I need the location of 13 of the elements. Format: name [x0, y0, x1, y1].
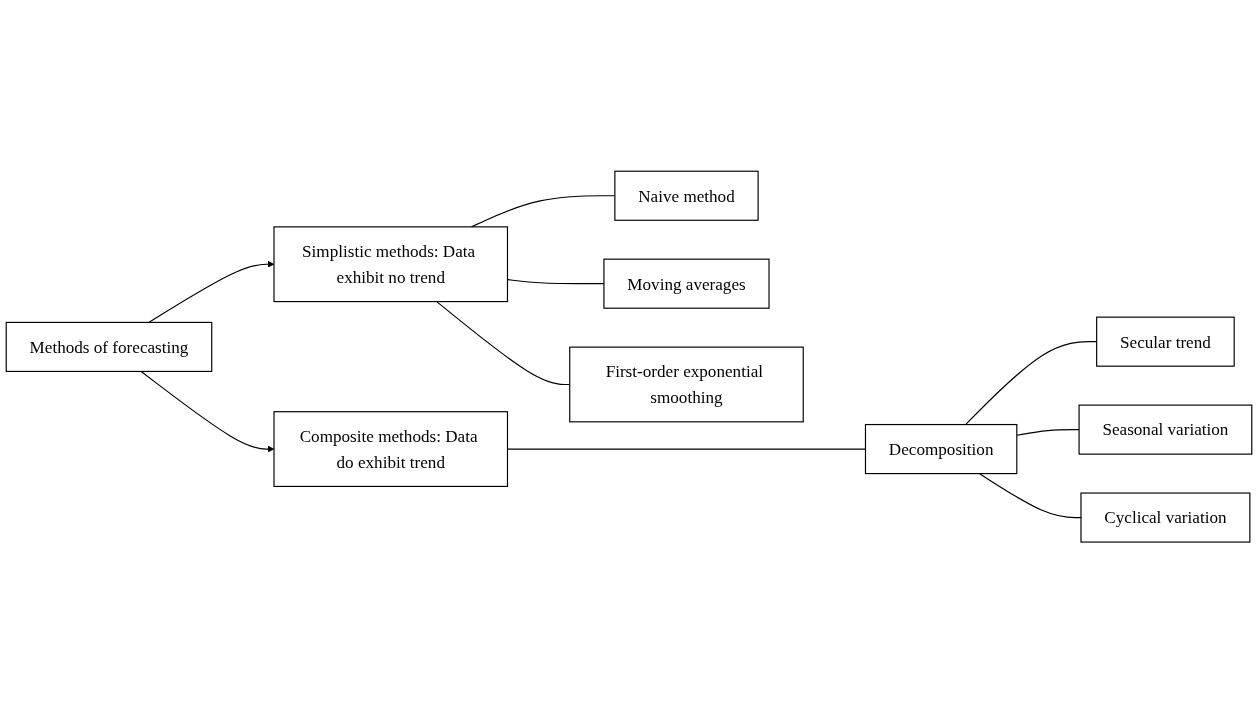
node-box: Naive method — [614, 170, 759, 221]
node-box: Decomposition — [864, 423, 1018, 474]
node-box: Secular trend — [1096, 316, 1235, 367]
node-box: Methods of forecasting — [5, 321, 213, 372]
connector — [1016, 428, 1080, 436]
node-box: Seasonal variation — [1078, 404, 1253, 455]
node-box: Composite methods: Data do exhibit trend — [273, 410, 509, 487]
arrow — [140, 370, 275, 453]
node-box: Simplistic methods: Data exhibit no trend — [273, 226, 509, 302]
node-box: Moving averages — [603, 258, 770, 309]
arrow — [148, 260, 275, 323]
node-box: First-order exponential smoothing — [569, 346, 804, 423]
node-box: Cyclical variation — [1080, 492, 1251, 543]
